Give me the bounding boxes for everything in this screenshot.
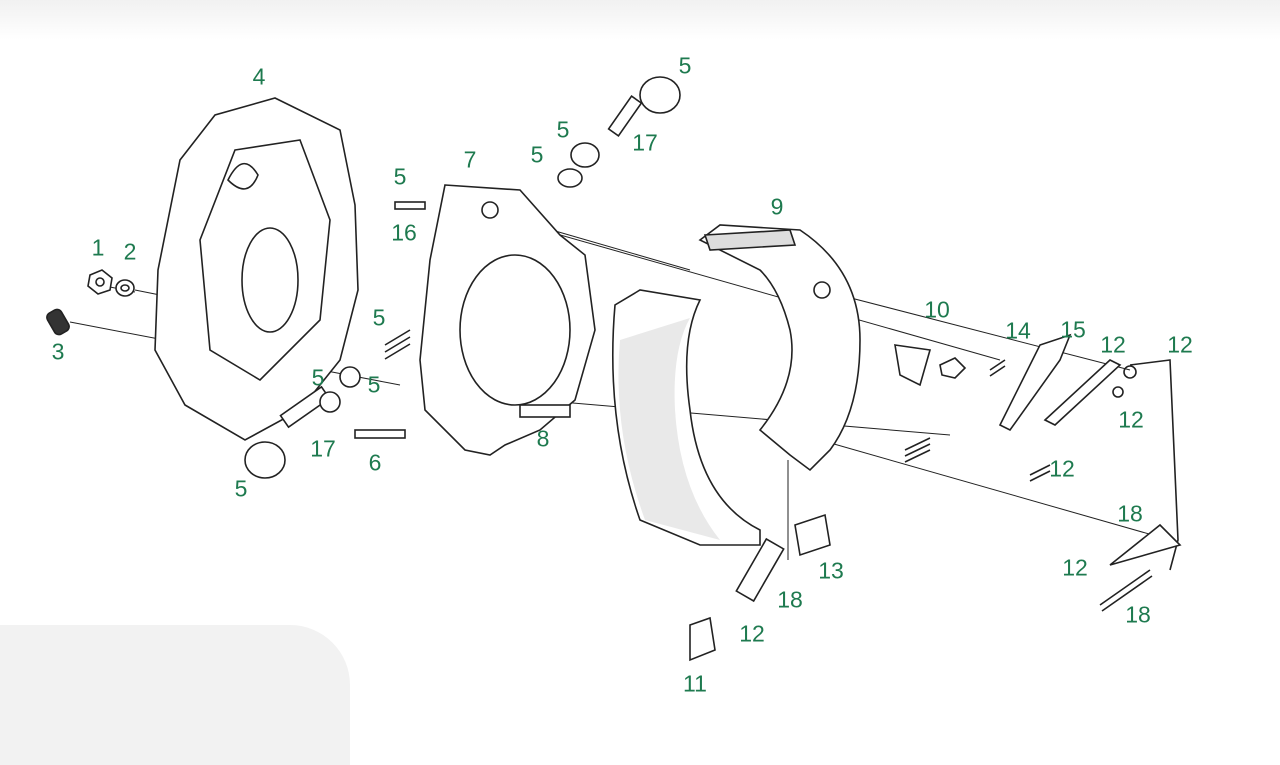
label-15: 15: [1060, 316, 1086, 343]
brake-shoe-front: [612, 289, 761, 546]
brake-flange: [419, 184, 596, 456]
label-12: 12: [1167, 331, 1193, 358]
bushings: [244, 76, 681, 479]
label-5: 5: [367, 371, 381, 398]
label-5: 5: [530, 141, 544, 168]
backing-plate: [154, 97, 359, 441]
label-12: 12: [1100, 331, 1126, 358]
label-18: 18: [1125, 601, 1151, 628]
label-9: 9: [770, 193, 784, 220]
label-5: 5: [678, 52, 692, 79]
label-11: 11: [683, 670, 707, 697]
label-12: 12: [1118, 406, 1144, 433]
label-3: 3: [51, 338, 65, 365]
washer: [115, 279, 135, 297]
label-5: 5: [556, 116, 570, 143]
background-band: [0, 0, 1280, 40]
label-4: 4: [252, 63, 266, 90]
pins-bolts: [279, 95, 643, 439]
label-8: 8: [536, 425, 550, 452]
label-6: 6: [368, 449, 382, 476]
label-7: 7: [463, 146, 477, 173]
nut: [87, 269, 113, 295]
label-1: 1: [91, 234, 105, 261]
levers-clips: [689, 333, 1182, 662]
label-5: 5: [234, 475, 248, 502]
label-12: 12: [1062, 554, 1088, 581]
key: [46, 308, 70, 336]
exploded-diagram: [46, 76, 1182, 662]
label-2: 2: [123, 238, 137, 265]
label-13: 13: [818, 557, 844, 584]
label-12: 12: [1049, 455, 1075, 482]
label-14: 14: [1005, 317, 1031, 344]
label-18: 18: [1117, 500, 1143, 527]
label-18: 18: [777, 586, 803, 613]
brake-shoe-rear: [698, 224, 861, 472]
label-5: 5: [372, 304, 386, 331]
label-5: 5: [393, 163, 407, 190]
label-5: 5: [311, 364, 325, 391]
label-17: 17: [632, 129, 658, 156]
label-12: 12: [739, 620, 765, 647]
label-16: 16: [391, 219, 417, 246]
label-10: 10: [924, 296, 950, 323]
springs: [384, 329, 1153, 612]
label-17: 17: [310, 435, 336, 462]
